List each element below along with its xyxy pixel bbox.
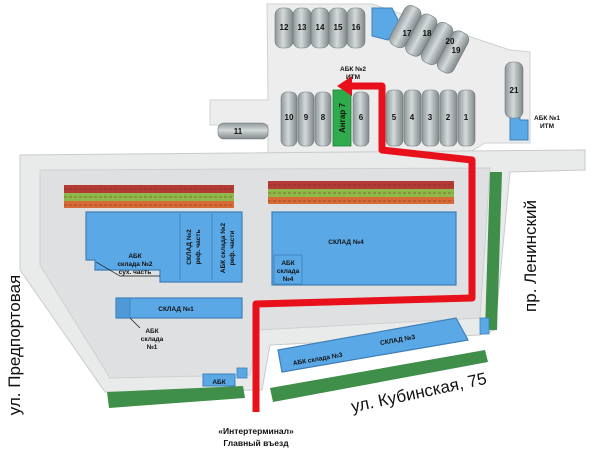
entrance-line1: «Интертерминал» — [218, 426, 294, 436]
street-left: ул. Предпортовая — [5, 275, 24, 415]
abk-sklad4-line3: №4 — [283, 276, 294, 283]
tank-label-20: 20 — [446, 37, 455, 46]
cargo-row-left — [64, 185, 234, 208]
tank-label-1: 1 — [464, 113, 469, 122]
sklad4 — [271, 211, 457, 286]
tank-label-5: 5 — [392, 113, 397, 122]
tank-10 — [280, 91, 298, 147]
tank-label-17: 17 — [403, 29, 412, 38]
abk-gate-label: АБК — [212, 379, 225, 386]
tank-label-14: 14 — [316, 23, 325, 32]
abk-itm2-label: АБК №2 — [340, 66, 366, 73]
abk-sklad2-line2: склада №2 — [117, 261, 152, 268]
tank-label-4: 4 — [410, 113, 415, 122]
tank-label-9: 9 — [304, 113, 309, 122]
abk-sklad1-line3: №1 — [147, 344, 158, 351]
tank-top-row — [274, 7, 366, 49]
tank-label-16: 16 — [352, 23, 361, 32]
abk-itm1-label: АБК №1 — [534, 115, 560, 122]
tank-label-8: 8 — [321, 113, 326, 122]
tank-1 — [457, 89, 476, 147]
tank-label-6: 6 — [359, 113, 364, 122]
abk-sklad4-line2: склада — [277, 268, 300, 275]
tank-4 — [403, 89, 422, 147]
entrance-line2: Главный въезд — [223, 438, 289, 448]
tank-label-13: 13 — [298, 23, 307, 32]
tank-label-11: 11 — [234, 127, 243, 136]
checkpoint-block — [236, 367, 248, 379]
green-strip-bottom-right — [270, 350, 488, 402]
tank-labels: 12 13 14 15 16 17 18 20 19 10 9 8 6 5 4 … — [234, 23, 519, 136]
leader-lines — [95, 261, 160, 329]
hangar-7 — [332, 89, 352, 147]
tank-label-10: 10 — [285, 113, 294, 122]
tank-label-3: 3 — [428, 113, 433, 122]
tank-2 — [439, 89, 458, 147]
abk-sklad4-block — [273, 254, 303, 285]
tank-label-19: 19 — [452, 46, 461, 55]
tank-mid-left — [280, 89, 370, 147]
hangar7-label: Ангар 7 — [338, 102, 347, 133]
abk-sklad1-line2: склада — [141, 336, 164, 343]
tank-6 — [352, 91, 370, 147]
sklad3 — [277, 317, 469, 373]
green-strip-bottom-left — [107, 386, 245, 408]
green-strip-right — [485, 172, 502, 330]
entry-route — [252, 76, 476, 412]
tank-label-18: 18 — [423, 29, 432, 38]
tank-5 — [385, 89, 404, 147]
tank-label-21: 21 — [510, 86, 519, 95]
abk-sklad1-line1: АБК — [145, 328, 158, 335]
tank-11 — [217, 122, 269, 140]
route-arrowhead — [337, 76, 352, 96]
cargo-rows — [64, 181, 454, 208]
entrance-label: «Интертерминал» Главный въезд — [218, 426, 294, 448]
abk-sklad1-block — [115, 297, 131, 319]
tank-diagonal-group — [389, 5, 470, 74]
abk-itm1-label-2: ИТМ — [540, 123, 554, 130]
tank-label-2: 2 — [446, 113, 451, 122]
tank-9 — [297, 91, 315, 147]
abk-sklad2-ref-line1: АБК склада №2 — [220, 223, 227, 274]
street-right: пр. Ленинский — [521, 200, 540, 312]
route-line — [252, 82, 476, 412]
sklad2-ref-line2: реф. часть — [195, 229, 202, 264]
abk-sklad2-line3: сух. часть — [119, 269, 152, 276]
tank-19 — [436, 30, 470, 74]
tank-21 — [504, 61, 524, 119]
abk-gate-block — [202, 373, 236, 387]
tank-right-row — [385, 89, 476, 147]
tank-label-12: 12 — [280, 23, 289, 32]
tank-16 — [346, 7, 366, 49]
abk-sklad4-line1: АБК — [281, 260, 294, 267]
tank-8 — [314, 91, 332, 147]
tank-3 — [421, 89, 440, 147]
abk-itm2-label-2: ИТМ — [346, 74, 360, 81]
sklad1-label: СКЛАД №1 — [158, 306, 194, 313]
green-strips — [107, 172, 502, 408]
sklad2-complex — [85, 211, 243, 283]
cargo-row-right — [268, 181, 454, 204]
building-labels: АБК №2 ИТМ АБК №1 ИТМ АБК склада №2 сух.… — [117, 66, 560, 386]
tank-label-15: 15 — [334, 23, 343, 32]
warehouses — [85, 7, 529, 387]
sklad4-label: СКЛАД №4 — [328, 239, 364, 246]
abk-sklad2-line1: АБК — [128, 253, 141, 260]
abk-sklad2-ref-line2: реф. части — [229, 230, 236, 265]
sklad2-ref-line1: СКЛАД №2 — [186, 229, 193, 265]
east-gate-block — [479, 317, 490, 335]
